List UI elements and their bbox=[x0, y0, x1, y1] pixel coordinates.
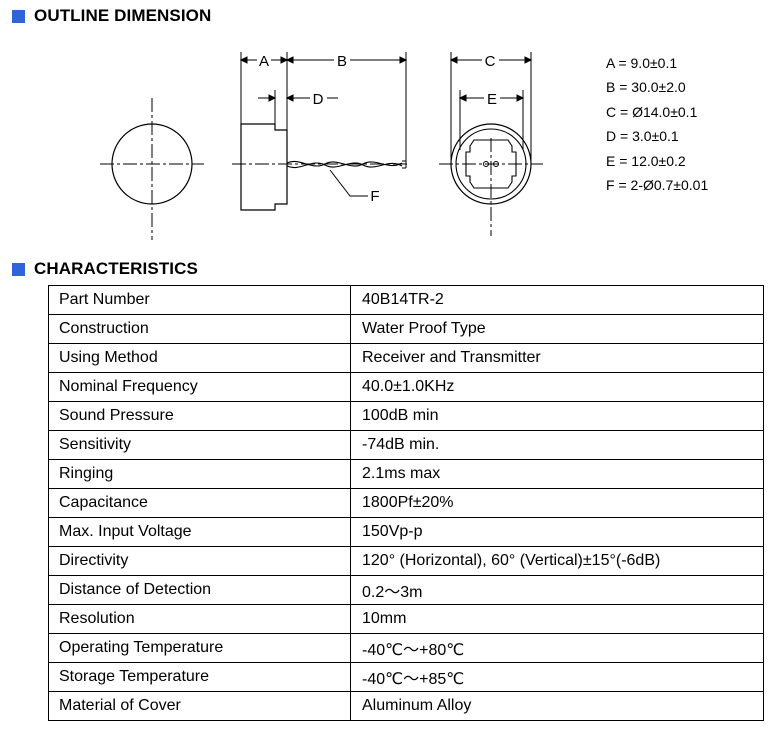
dimension-c bbox=[449, 52, 533, 164]
section-bullet-icon bbox=[12, 9, 25, 23]
spec-name: Resolution bbox=[48, 604, 351, 634]
spec-value: -40℃～+80℃ bbox=[350, 633, 764, 663]
spec-value: 0.2～3m bbox=[350, 575, 764, 605]
dimension-value: E = 12.0±0.2 bbox=[606, 152, 686, 169]
spec-value: 40B14TR-2 bbox=[350, 285, 764, 315]
outline-drawing: A B D C E F bbox=[100, 52, 543, 240]
characteristics-section-title: CHARACTERISTICS bbox=[34, 259, 198, 278]
spec-name: Nominal Frequency bbox=[48, 372, 351, 402]
spec-value: -40℃～+85℃ bbox=[350, 662, 764, 692]
spec-name: Sound Pressure bbox=[48, 401, 351, 431]
dimension-a bbox=[239, 52, 289, 130]
dimension-value: B = 30.0±2.0 bbox=[606, 79, 686, 96]
back-view bbox=[439, 123, 543, 236]
table-row: Storage Temperature-40℃～+85℃ bbox=[48, 662, 764, 692]
label-d: D bbox=[313, 91, 324, 108]
label-f: F bbox=[370, 188, 379, 205]
spec-value: 2.1ms max bbox=[350, 459, 764, 489]
dimension-value: D = 3.0±0.1 bbox=[606, 128, 679, 145]
spec-name: Material of Cover bbox=[48, 691, 351, 721]
spec-value: 100dB min bbox=[350, 401, 764, 431]
label-c: C bbox=[485, 53, 496, 70]
section-bullet-icon bbox=[12, 262, 25, 276]
dimension-list: A = 9.0±0.1 B = 30.0±2.0 C = Ø14.0±0.1 D… bbox=[606, 51, 708, 197]
spec-value: 40.0±1.0KHz bbox=[350, 372, 764, 402]
label-b: B bbox=[337, 53, 347, 70]
spec-name: Construction bbox=[48, 314, 351, 344]
spec-name: Storage Temperature bbox=[48, 662, 351, 692]
table-row: Operating Temperature-40℃～+80℃ bbox=[48, 633, 764, 663]
dimension-value: A = 9.0±0.1 bbox=[606, 55, 678, 71]
spec-value: 1800Pf±20% bbox=[350, 488, 764, 518]
spec-name: Directivity bbox=[48, 546, 351, 576]
spec-name: Using Method bbox=[48, 343, 351, 373]
label-a: A bbox=[259, 53, 269, 70]
dimension-d bbox=[258, 90, 338, 124]
label-e: E bbox=[487, 91, 497, 108]
spec-name: Sensitivity bbox=[48, 430, 351, 460]
dimension-b bbox=[285, 52, 408, 161]
spec-value: Aluminum Alloy bbox=[350, 691, 764, 721]
spec-name: Distance of Detection bbox=[48, 575, 351, 605]
spec-value: 10mm bbox=[350, 604, 764, 634]
spec-value: 150Vp-p bbox=[350, 517, 764, 547]
table-row: Sensitivity-74dB min. bbox=[48, 430, 764, 460]
spec-name: Ringing bbox=[48, 459, 351, 489]
spec-name: Operating Temperature bbox=[48, 633, 351, 663]
spec-value: -74dB min. bbox=[350, 430, 764, 460]
front-view bbox=[100, 98, 204, 240]
side-view bbox=[232, 123, 410, 211]
spec-name: Max. Input Voltage bbox=[48, 517, 351, 547]
spec-name: Capacitance bbox=[48, 488, 351, 518]
dimension-value: C = Ø14.0±0.1 bbox=[606, 103, 698, 120]
dimension-e bbox=[458, 90, 525, 150]
dimension-value: F = 2-Ø0.7±0.01 bbox=[606, 177, 709, 194]
spec-value: 120° (Horizontal), 60° (Vertical)±15°(-6… bbox=[350, 546, 764, 576]
spec-value: Water Proof Type bbox=[350, 314, 764, 344]
outline-section-title: OUTLINE DIMENSION bbox=[34, 6, 212, 25]
spec-name: Part Number bbox=[48, 285, 351, 315]
outline-section-header: OUTLINE DIMENSION bbox=[12, 6, 211, 26]
spec-value: Receiver and Transmitter bbox=[350, 343, 764, 373]
characteristics-section-header: CHARACTERISTICS bbox=[12, 259, 198, 279]
